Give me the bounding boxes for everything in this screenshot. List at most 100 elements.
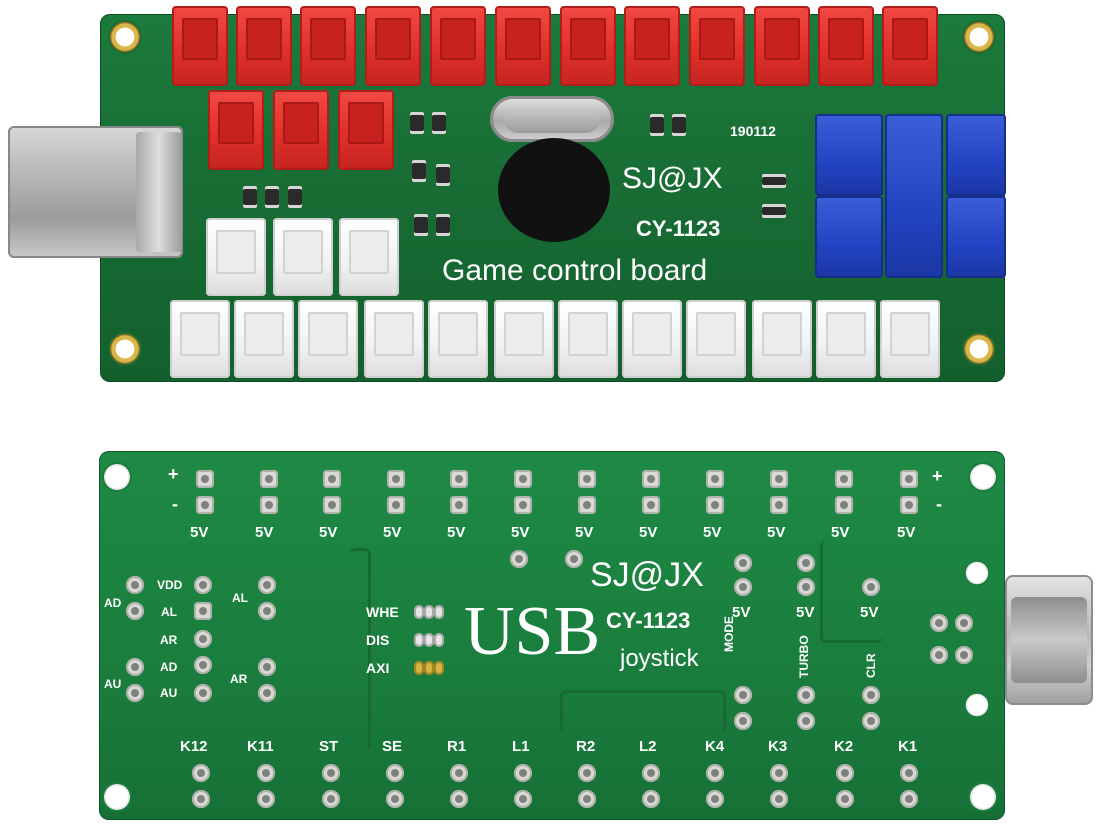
usb-c-port[interactable] (1005, 575, 1093, 705)
solder-pad (642, 496, 660, 514)
solder-pad (450, 764, 468, 782)
solder-pad (734, 686, 752, 704)
solder-pad (835, 470, 853, 488)
blue-connector (946, 114, 1006, 196)
solder-pad (770, 790, 788, 808)
solder-pad (510, 550, 528, 568)
smd-component (432, 112, 446, 134)
jumper-pad[interactable] (434, 605, 444, 619)
white-connector (298, 300, 358, 378)
jumper-pad[interactable] (434, 661, 444, 675)
solder-pad (194, 630, 212, 648)
jumper-pad[interactable] (414, 661, 424, 675)
solder-pad (797, 686, 815, 704)
pcb-trace (820, 540, 883, 643)
smd-component (762, 204, 786, 218)
solder-pad (386, 790, 404, 808)
button-label: K4 (705, 738, 725, 755)
jumper-pad[interactable] (434, 633, 444, 647)
smd-component (762, 174, 786, 188)
solder-pad (194, 576, 212, 594)
voltage-label: 5V (860, 604, 879, 621)
plus-sign: + (932, 466, 943, 486)
solder-pad (194, 684, 212, 702)
solder-pad (706, 764, 724, 782)
solder-pad (322, 790, 340, 808)
solder-pad (194, 602, 212, 620)
solder-pad (578, 764, 596, 782)
jumper-pad[interactable] (424, 661, 434, 675)
button-label: R2 (576, 738, 596, 755)
solder-pad (192, 790, 210, 808)
solder-pad (578, 470, 596, 488)
red-connector (172, 6, 228, 86)
solder-pad (196, 496, 214, 514)
voltage-label: 5V (732, 604, 751, 621)
white-connector (206, 218, 266, 296)
voltage-label: 5V (447, 524, 466, 541)
smd-component (412, 160, 426, 182)
pin-label: AL (232, 591, 248, 605)
red-connector (560, 6, 616, 86)
jumper-pad[interactable] (414, 633, 424, 647)
red-connector (882, 6, 938, 86)
solder-pad (258, 602, 276, 620)
solder-pad (900, 764, 918, 782)
solder-pad (260, 496, 278, 514)
mounting-hole (964, 692, 990, 718)
solder-pad (258, 576, 276, 594)
jumper-pad[interactable] (414, 605, 424, 619)
button-label: K2 (834, 738, 854, 755)
solder-pad (900, 496, 918, 514)
red-connector (236, 6, 292, 86)
solder-pad (930, 646, 948, 664)
voltage-label: 5V (767, 524, 786, 541)
voltage-label: 5V (796, 604, 815, 621)
white-connector (816, 300, 876, 378)
jumper-pad[interactable] (424, 605, 434, 619)
smd-component (672, 114, 686, 136)
brand-label: SJ@JX (590, 556, 704, 594)
button-label: ST (319, 738, 339, 755)
button-label: L1 (512, 738, 530, 755)
solder-pad (257, 764, 275, 782)
voltage-label: 5V (319, 524, 338, 541)
red-connector (208, 90, 264, 170)
solder-pad (260, 470, 278, 488)
white-connector (273, 218, 333, 296)
model-label: CY-1123 (636, 216, 721, 241)
solder-pad (797, 554, 815, 572)
solder-pad (862, 686, 880, 704)
button-label: K12 (180, 738, 208, 755)
solder-pad (955, 646, 973, 664)
blue-connector (946, 196, 1006, 278)
clr-label: CLR (864, 653, 878, 678)
white-connector (494, 300, 554, 378)
controller-chip-blob (498, 138, 610, 242)
red-connector (300, 6, 356, 86)
usb-b-port[interactable] (8, 126, 183, 258)
brand-label: SJ@JX (622, 162, 723, 195)
pin-label: AU (104, 677, 122, 691)
red-connector (624, 6, 680, 86)
solder-pad (126, 602, 144, 620)
mounting-hole (108, 20, 142, 54)
mounting-hole (962, 332, 996, 366)
button-label: L2 (639, 738, 657, 755)
red-connector (689, 6, 745, 86)
pin-label: AD (104, 596, 122, 610)
white-connector (234, 300, 294, 378)
red-connector (430, 6, 486, 86)
jumper-pad[interactable] (424, 633, 434, 647)
jumper-label: AXI (366, 660, 390, 676)
solder-pad (642, 790, 660, 808)
white-connector (339, 218, 399, 296)
solder-pad (126, 658, 144, 676)
solder-pad (836, 790, 854, 808)
smd-component (288, 186, 302, 208)
solder-pad (770, 496, 788, 514)
solder-pad (706, 790, 724, 808)
solder-pad (706, 470, 724, 488)
blue-connector (815, 114, 883, 196)
solder-pad (514, 764, 532, 782)
